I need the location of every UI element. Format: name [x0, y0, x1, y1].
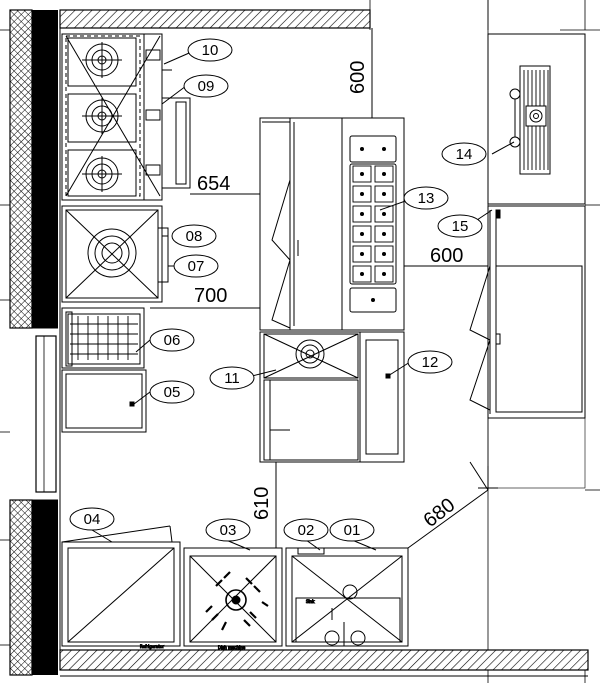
tag-04: 04 [69, 507, 115, 531]
svg-text:08: 08 [186, 228, 203, 245]
equipment-tags: 10 09 08 07 06 05 11 12 [69, 38, 487, 542]
tag-12: 12 [407, 350, 453, 374]
boiling-kettle [61, 205, 169, 303]
svg-text:05: 05 [164, 384, 181, 401]
tag-14: 14 [441, 142, 487, 166]
bain-marie [341, 117, 405, 331]
svg-text:13: 13 [418, 190, 435, 207]
svg-text:09: 09 [198, 78, 215, 95]
left-wall-lower-insulation [9, 499, 33, 676]
dimension-lines [150, 28, 498, 549]
right-wash-sink [487, 33, 586, 205]
svg-text:12: 12 [422, 354, 439, 371]
tag-11: 11 [209, 366, 255, 390]
tag-05: 05 [149, 380, 195, 404]
dim-island-right: 600 [430, 245, 463, 267]
right-cabinet-15 [469, 205, 586, 489]
left-wall-lower-core [32, 500, 58, 675]
dim-top-vertical: 600 [347, 61, 369, 94]
tag-03: 03 [205, 518, 251, 542]
svg-text:03: 03 [220, 522, 237, 539]
dim-diagonal-right: 680 [420, 494, 460, 532]
dim-range-gap: 654 [197, 173, 230, 195]
svg-text:15: 15 [452, 218, 469, 235]
burner-3 [67, 149, 137, 197]
svg-text:02: 02 [298, 522, 315, 539]
double-sink-01-02: Sink [285, 547, 409, 647]
burner-2 [67, 93, 137, 143]
left-wall-upper-insulation [9, 9, 33, 329]
svg-text:10: 10 [202, 42, 219, 59]
refrigerator-04: Refrigerator [61, 525, 181, 650]
svg-text:06: 06 [164, 332, 181, 349]
svg-text:04: 04 [84, 511, 101, 528]
svg-text:01: 01 [344, 522, 361, 539]
gas-range [61, 33, 191, 201]
fryer-basket-grid [70, 316, 138, 360]
tag-15: 15 [437, 214, 483, 238]
left-wall-upper-core [32, 10, 58, 328]
left-opening [35, 335, 57, 493]
tag-10: 10 [187, 38, 233, 62]
dim-aisle-vertical: 610 [251, 487, 273, 520]
tag-06: 06 [149, 328, 195, 352]
tag-02: 02 [283, 518, 329, 542]
walls [9, 9, 589, 677]
svg-text:Refrigerator: Refrigerator [140, 644, 164, 649]
tag-08: 08 [171, 224, 217, 248]
tag-07: 07 [173, 254, 219, 278]
svg-text:14: 14 [456, 146, 473, 163]
tag-13: 13 [403, 186, 449, 210]
island-shelf-unit [259, 117, 343, 331]
tag-09: 09 [183, 74, 229, 98]
bottom-wall [59, 649, 589, 671]
dishwasher-03: Dish machine [183, 547, 283, 651]
leader-lines [91, 49, 515, 551]
svg-text:Sink: Sink [306, 599, 315, 604]
svg-text:11: 11 [224, 370, 240, 387]
island-wok-range [259, 331, 361, 463]
work-table-05 [61, 369, 147, 433]
top-wall [59, 9, 371, 29]
burner-1 [67, 37, 137, 87]
fryer [61, 307, 145, 369]
svg-text:07: 07 [188, 258, 205, 275]
dim-fryer-gap: 700 [194, 285, 227, 307]
svg-text:Dish machine: Dish machine [218, 645, 246, 650]
island-table-12 [359, 331, 405, 463]
tag-01: 01 [329, 518, 375, 542]
